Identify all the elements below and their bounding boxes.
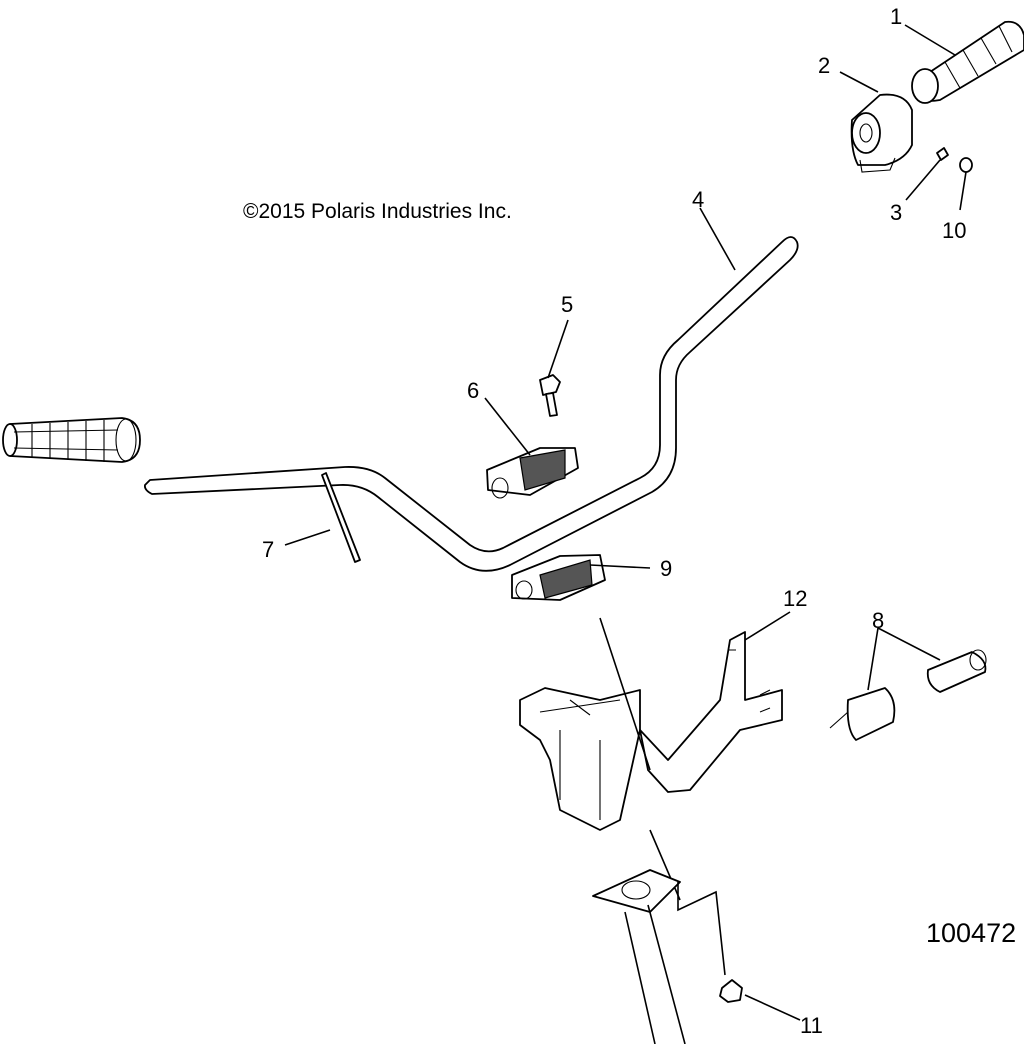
callout-6: 6 <box>467 378 479 403</box>
upper-clamp <box>486 447 579 499</box>
callout-7: 7 <box>262 537 274 562</box>
callout-3: 3 <box>890 200 902 225</box>
steering-column <box>592 617 726 1044</box>
cap-small <box>959 157 973 173</box>
handlebar <box>143 236 799 572</box>
callout-9: 9 <box>660 556 672 581</box>
callouts: 1 2 3 10 4 5 6 7 9 12 8 11 <box>262 4 966 1038</box>
bolt <box>539 374 561 417</box>
callout-10: 10 <box>942 218 966 243</box>
callout-11: 11 <box>800 1013 823 1038</box>
lower-clamp <box>511 554 606 601</box>
switch-body <box>829 687 896 741</box>
callout-4: 4 <box>692 187 704 212</box>
callout-2: 2 <box>818 53 830 78</box>
throttle-housing <box>850 93 913 173</box>
right-grip <box>911 20 1024 104</box>
callout-1: 1 <box>890 4 902 29</box>
callout-5: 5 <box>561 292 573 317</box>
switch-knob <box>926 649 987 693</box>
screw-small <box>936 147 949 161</box>
cable-tie <box>321 472 361 563</box>
left-grip <box>2 417 141 463</box>
nut <box>719 979 743 1003</box>
copyright-text: ©2015 Polaris Industries Inc. <box>243 200 512 223</box>
callout-8: 8 <box>872 608 884 633</box>
figure-number: 100472 <box>926 918 1016 948</box>
mounting-bracket <box>519 631 783 831</box>
callout-12: 12 <box>783 586 807 611</box>
leader-lines <box>284 24 967 1021</box>
